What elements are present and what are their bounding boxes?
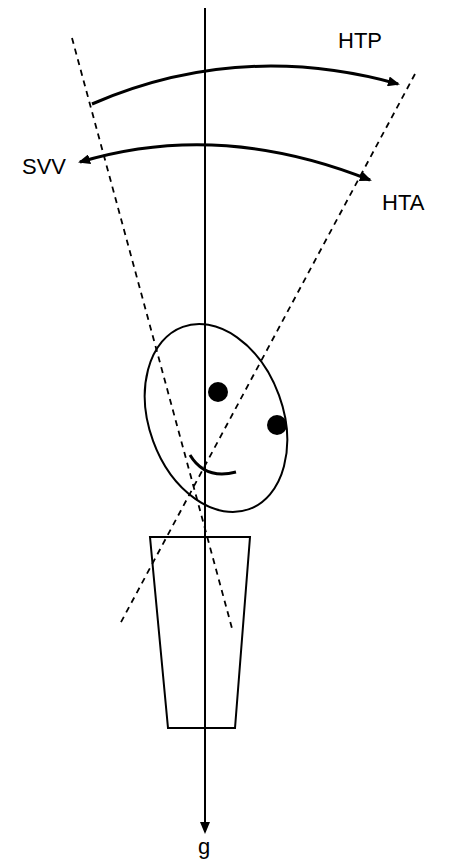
svv-hta-arc bbox=[80, 145, 370, 180]
mouth bbox=[190, 455, 236, 474]
eye bbox=[208, 382, 228, 402]
htp-arc bbox=[92, 66, 398, 104]
head-outline bbox=[120, 304, 312, 532]
angle-label: HTA bbox=[382, 192, 424, 214]
angle-label: HTP bbox=[338, 30, 382, 52]
gravity-axis bbox=[204, 8, 206, 832]
svv-line bbox=[72, 38, 233, 632]
body-trapezoid bbox=[150, 537, 250, 728]
eye bbox=[267, 415, 287, 435]
angle-label: SVV bbox=[22, 156, 66, 178]
hta-line bbox=[120, 74, 415, 624]
angle-label: g bbox=[198, 836, 210, 858]
